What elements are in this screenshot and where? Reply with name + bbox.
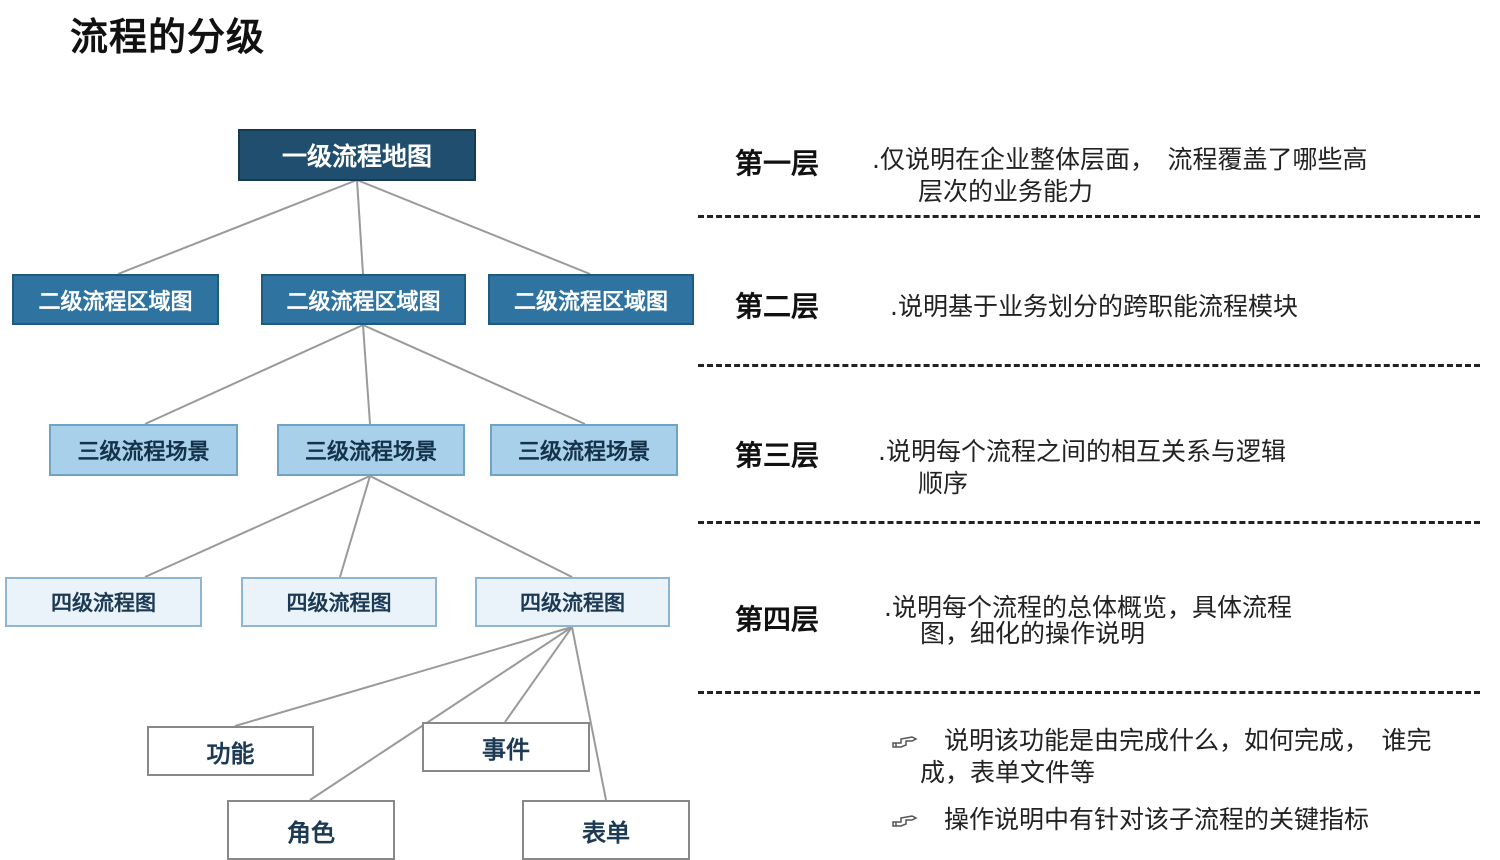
- divider: [698, 364, 1480, 367]
- bullet2-line1: 操作说明中有针对该子流程的关键指标: [944, 805, 1370, 834]
- layer2-name: 第二层: [735, 290, 820, 323]
- level2-node: 二级流程区域图: [488, 274, 694, 325]
- function-node: 功能: [147, 726, 314, 776]
- divider: [698, 691, 1480, 694]
- level1-node: 一级流程地图: [238, 129, 476, 181]
- connector-l3-l4b: [339, 475, 371, 578]
- level4-node: 四级流程图: [241, 577, 437, 627]
- hand-pointer-icon: [892, 815, 918, 827]
- level2-node: 二级流程区域图: [12, 274, 219, 325]
- layer4-desc-line2: 图，细化的操作说明: [920, 619, 1146, 648]
- connector-l1-l2a: [117, 179, 358, 275]
- layer3-name: 第三层: [735, 439, 820, 472]
- level2-node: 二级流程区域图: [261, 274, 466, 325]
- connector-l2-l3c: [362, 324, 586, 425]
- connector-l2-l3b: [362, 324, 371, 425]
- role-node: 角色: [227, 800, 395, 860]
- connector-l4-l5a: [234, 626, 573, 727]
- bullet-item: 说明该功能是由完成什么，如何完成， 谁完 成，表单文件等: [892, 725, 1480, 789]
- layer1-desc-line2: 层次的业务能力: [918, 177, 1094, 206]
- connector-l1-l2b: [356, 179, 364, 275]
- level3-node: 三级流程场景: [490, 424, 678, 476]
- bullet-item: 操作说明中有针对该子流程的关键指标: [892, 804, 1480, 836]
- level3-node: 三级流程场景: [49, 424, 238, 476]
- connector-l3-l4a: [144, 475, 371, 578]
- connector-l1-l2c: [356, 179, 591, 275]
- connector-l2-l3a: [144, 324, 364, 425]
- divider: [698, 215, 1480, 218]
- event-node: 事件: [422, 722, 590, 772]
- bullet1-line2: 成，表单文件等: [920, 758, 1096, 787]
- level3-node: 三级流程场景: [277, 424, 465, 476]
- level4-node: 四级流程图: [5, 577, 202, 627]
- page-title: 流程的分级: [70, 15, 266, 59]
- layer3-desc-line2: 顺序: [918, 469, 969, 498]
- connector-l4-l5c: [309, 626, 573, 801]
- connector-l3-l4c: [369, 475, 573, 578]
- layer1-desc-line1: .仅说明在企业整体层面， 流程覆盖了哪些高: [872, 145, 1368, 174]
- level4-node: 四级流程图: [475, 577, 670, 627]
- layer3-desc-line1: .说明每个流程之间的相互关系与逻辑: [878, 437, 1286, 466]
- divider: [698, 521, 1480, 524]
- layer2-desc-line1: .说明基于业务划分的跨职能流程模块: [890, 292, 1298, 321]
- bullet1-line1: 说明该功能是由完成什么，如何完成， 谁完: [944, 726, 1432, 755]
- layer4-desc-line1: .说明每个流程的总体概览，具体流程: [884, 593, 1292, 622]
- hand-pointer-icon: [892, 736, 918, 748]
- layer4-name: 第四层: [735, 603, 820, 636]
- connector-l4-l5b: [504, 626, 573, 723]
- connector-l4-l5d: [571, 626, 607, 801]
- form-node: 表单: [522, 800, 690, 860]
- layer1-name: 第一层: [735, 147, 820, 180]
